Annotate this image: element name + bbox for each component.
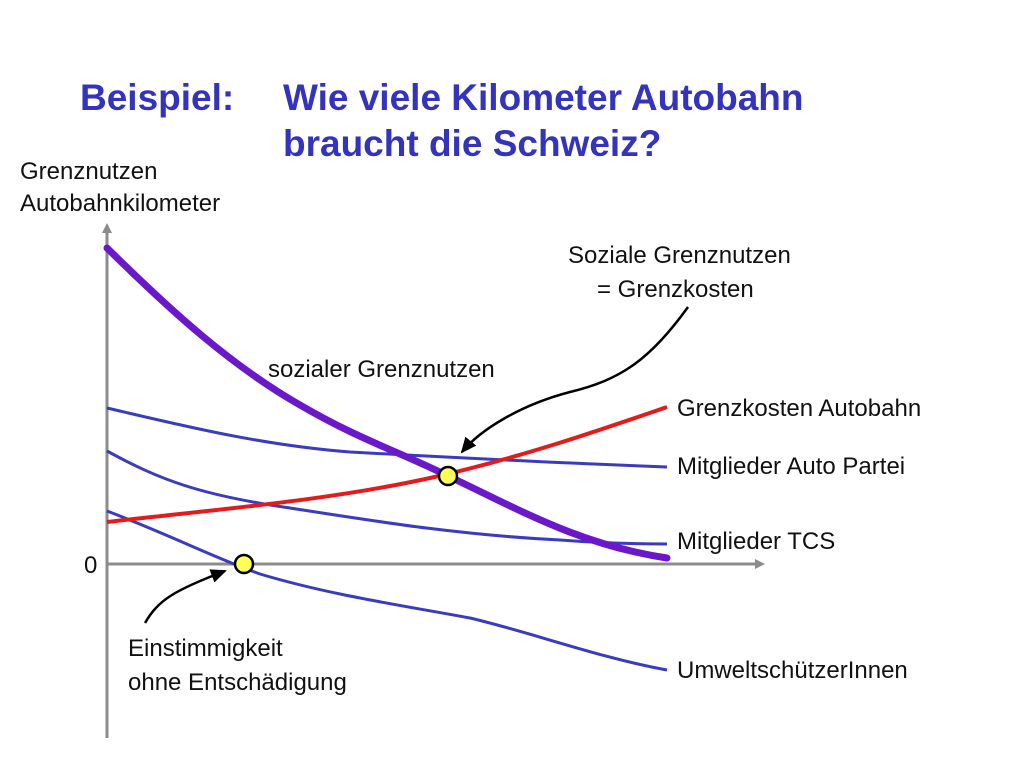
label-einstimmigkeit-line-2: ohne Entschädigung — [128, 669, 347, 696]
curve-umwelt — [106, 509, 668, 672]
label-mitglieder-auto-partei: Mitglieder Auto Partei — [677, 453, 906, 480]
curve-grenzkosten-autobahn — [106, 405, 668, 524]
marker-social-optimum — [437, 465, 459, 487]
title-prefix: Beispiel: — [80, 77, 235, 118]
label-grenzkosten-autobahn: Grenzkosten Autobahn — [677, 395, 922, 422]
y-axis-label-line-1: Grenznutzen — [20, 158, 158, 185]
zero-label: 0 — [84, 552, 98, 579]
arrow-unanimity — [143, 569, 227, 624]
label-mitglieder-tcs: Mitglieder TCS — [677, 528, 836, 555]
label-sozialer-grenznutzen: sozialer Grenznutzen — [268, 356, 495, 383]
curve-auto-partei — [106, 406, 668, 469]
label-umweltschuetzerinnen: UmweltschützerInnen — [677, 657, 908, 684]
title-line-2: braucht die Schweiz? — [283, 123, 662, 164]
marker-unanimity — [233, 553, 255, 575]
label-einstimmigkeit-line-1: Einstimmigkeit — [128, 635, 283, 662]
title-line-1: Wie viele Kilometer Autobahn — [283, 77, 804, 118]
label-social-mb-line-2: = Grenzkosten — [597, 276, 754, 303]
arrow-social-equals-cost — [460, 306, 690, 454]
curve-sozialer-grenznutzen — [103, 244, 671, 562]
label-social-mb-line-1: Soziale Grenznutzen — [568, 242, 791, 269]
y-axis-label-line-2: Autobahnkilometer — [20, 190, 221, 217]
